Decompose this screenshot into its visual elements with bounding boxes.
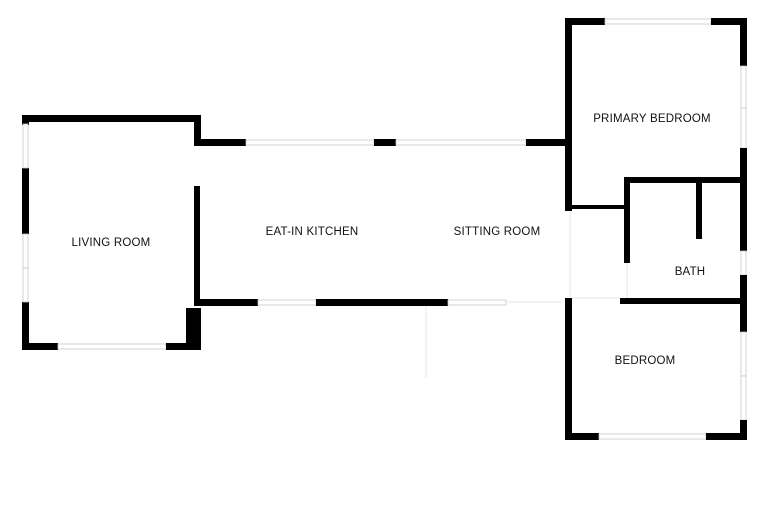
bedroom-bottom-window	[598, 433, 707, 440]
living-room-left-window-2	[22, 233, 29, 269]
bedroom-label: BEDROOM	[615, 355, 676, 367]
living-room-label: LIVING ROOM	[72, 237, 151, 249]
living-room-top-wall	[22, 115, 201, 122]
kitchen-top-wall-right	[526, 139, 570, 146]
wing-right-wall-bottom	[740, 420, 747, 440]
bath-right-window	[740, 250, 747, 276]
bedroom-right-window-2	[740, 375, 747, 421]
wing-right-wall-middle	[740, 148, 747, 251]
primary-bedroom-right-window-1	[740, 65, 747, 109]
living-room-bottom-window	[57, 343, 167, 350]
living-room: LIVING ROOM	[22, 115, 201, 350]
living-room-left-window-3	[22, 267, 29, 303]
living-room-left-wall-upper	[22, 115, 29, 125]
primary-bedroom-label: PRIMARY BEDROOM	[593, 113, 711, 125]
bedroom-wing: PRIMARY BEDROOM BATH BEDROOM	[565, 18, 747, 440]
wing-right-wall-lower	[740, 275, 747, 332]
primary-bedroom-top-window	[604, 18, 712, 25]
bedroom-bottom-wall-right	[706, 433, 747, 440]
living-room-bottom-wall-right	[166, 343, 201, 350]
kitchen-top-wall-middle	[374, 139, 396, 146]
kitchen-top-wall-left	[194, 139, 246, 146]
living-room-bottom-wall-left	[22, 343, 58, 350]
hall-top-partition	[572, 205, 624, 209]
kitchen-bottom-window-1	[257, 299, 317, 306]
primary-bedroom-top-wall-left	[565, 18, 605, 25]
wing-right-wall-top	[740, 18, 747, 66]
living-room-left-wall-lower	[22, 302, 29, 350]
bath-label: BATH	[675, 266, 706, 278]
bedroom-bottom-wall-left	[565, 433, 599, 440]
living-room-left-window-1	[22, 123, 29, 169]
eat-in-kitchen-label: EAT-IN KITCHEN	[266, 226, 359, 238]
bath-stub-wall	[696, 183, 702, 239]
sitting-room-label: SITTING ROOM	[454, 226, 541, 238]
kitchen-sitting-room: EAT-IN KITCHEN SITTING ROOM	[194, 139, 570, 378]
bath-top-wall	[624, 177, 740, 183]
bath-bottom-wall	[620, 298, 740, 304]
primary-bedroom-right-window-2	[740, 107, 747, 149]
kitchen-bottom-wall-left	[194, 299, 258, 306]
wing-left-wall-lower	[565, 298, 572, 440]
kitchen-bottom-wall-middle	[316, 299, 448, 306]
living-room-right-wall-middle	[194, 186, 200, 300]
primary-bedroom-top-wall-right	[711, 18, 747, 25]
kitchen-bottom-window-2	[447, 299, 507, 306]
kitchen-top-window-2	[395, 139, 527, 146]
bath-left-wall	[624, 177, 630, 263]
living-room-right-wall-lower	[186, 308, 201, 350]
wing-left-wall-upper	[565, 18, 572, 211]
living-room-right-wall-upper	[194, 115, 201, 146]
kitchen-top-window-1	[245, 139, 375, 146]
living-room-left-wall-middle	[22, 168, 29, 234]
bedroom-right-window-1	[740, 331, 747, 377]
